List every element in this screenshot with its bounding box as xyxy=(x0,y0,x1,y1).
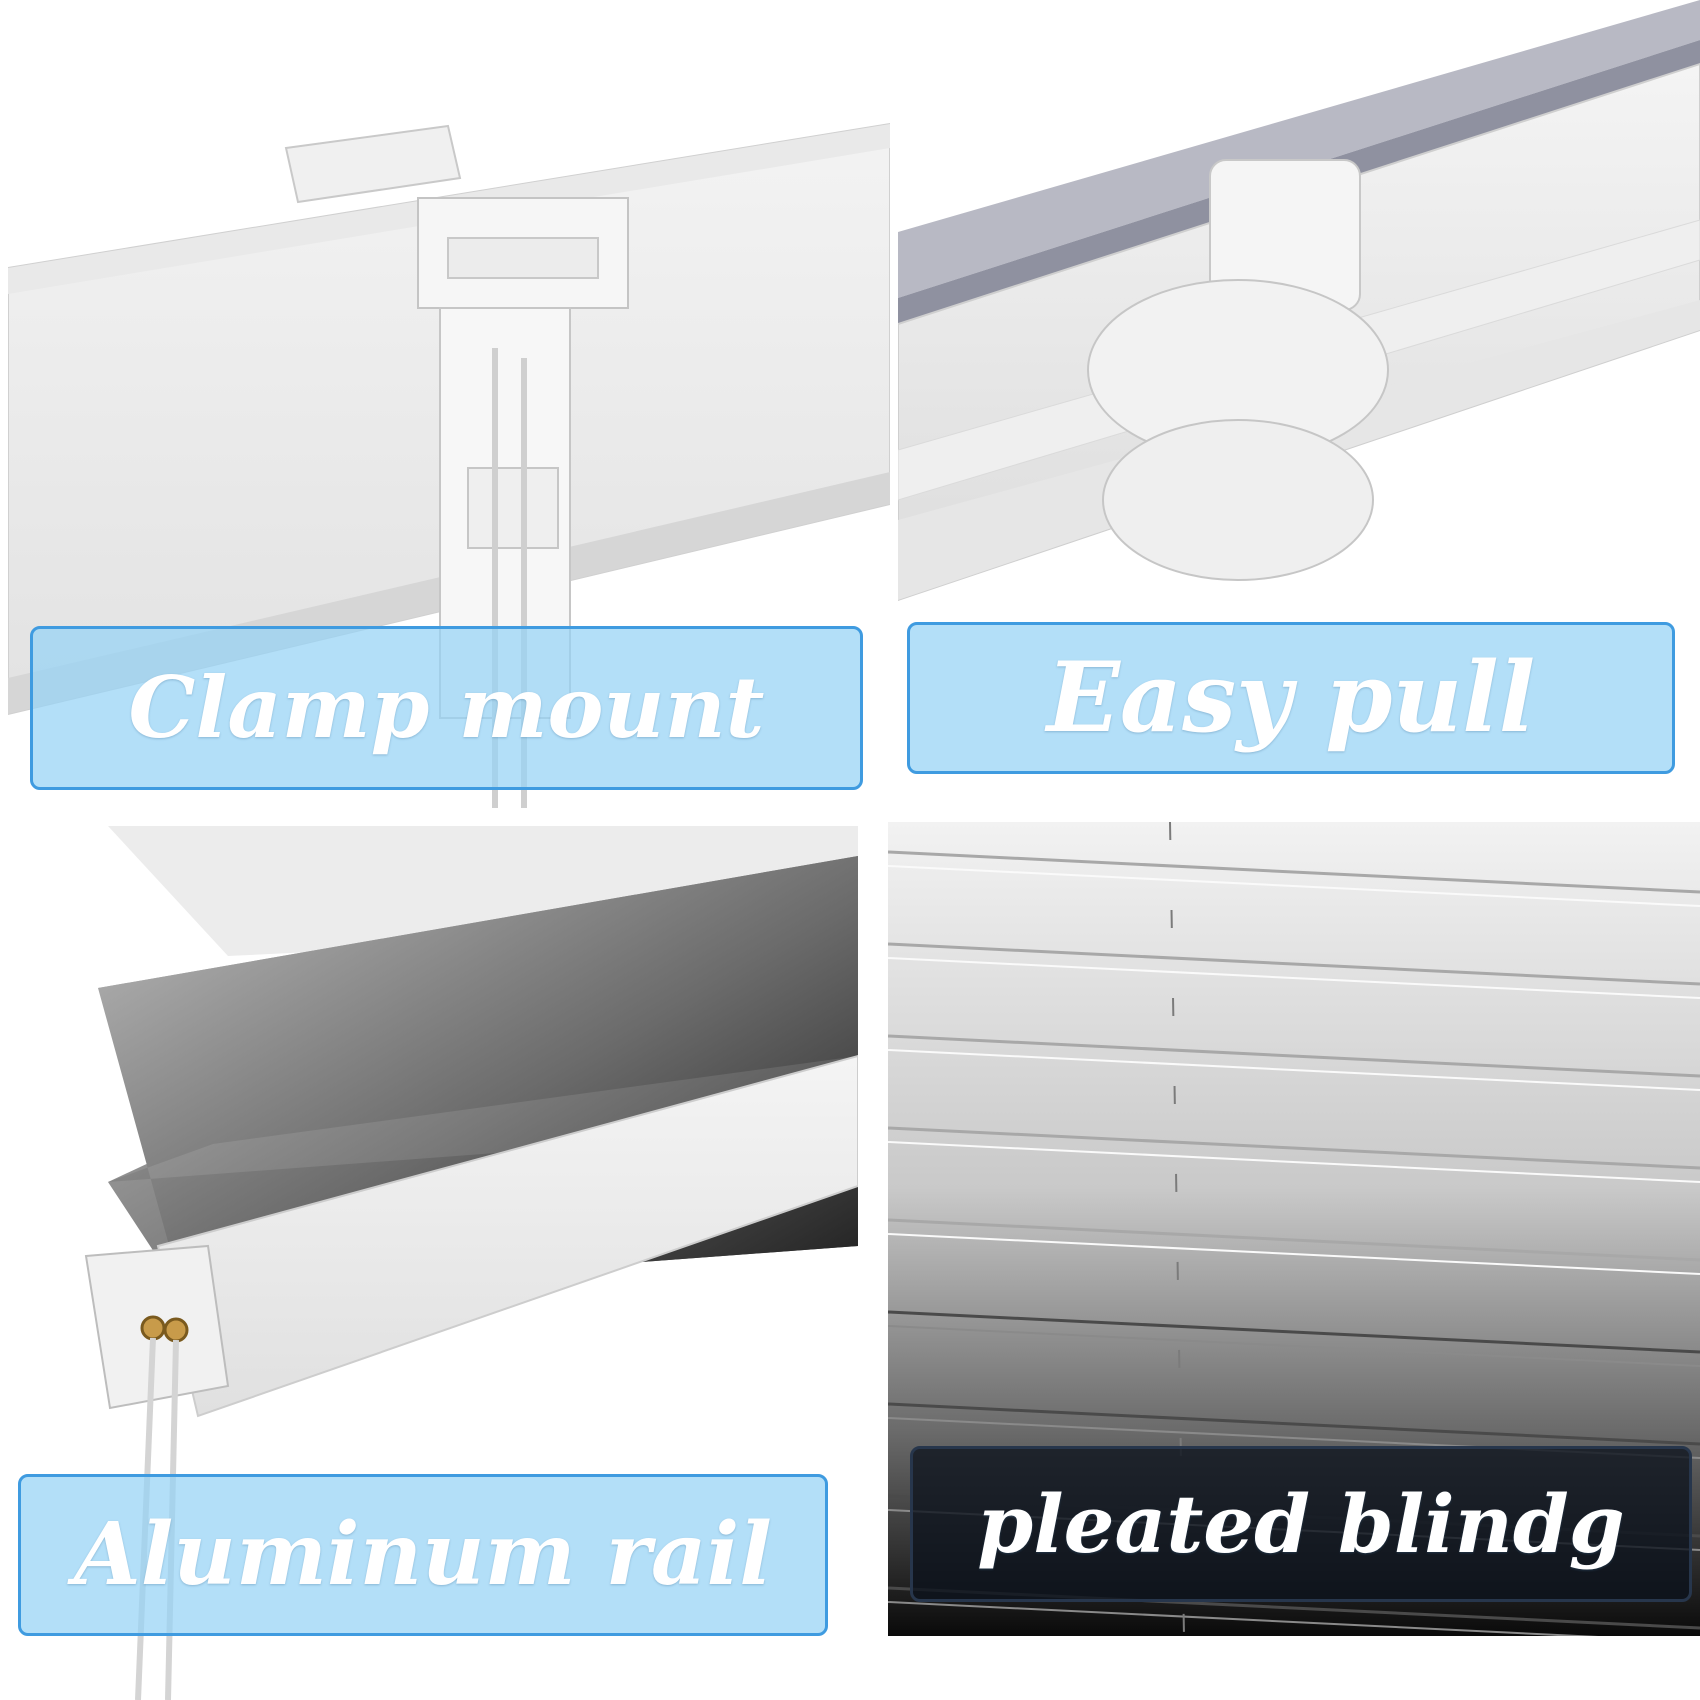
clamp-mount-caption: Clamp mount xyxy=(30,626,863,790)
pleat-highlight xyxy=(888,1325,1700,1367)
pleat-highlight xyxy=(888,1233,1700,1275)
pleat-line xyxy=(888,1402,1700,1446)
pleat-highlight xyxy=(888,957,1700,999)
pleat-line xyxy=(888,1310,1700,1354)
pleated-blind-caption: pleated blindg xyxy=(910,1446,1692,1602)
pleat-line xyxy=(888,1126,1700,1170)
aluminum-rail-caption: Aluminum rail xyxy=(18,1474,828,1636)
pleat-line xyxy=(888,850,1700,894)
pleat-line xyxy=(888,1034,1700,1078)
pleat-highlight xyxy=(888,1601,1599,1636)
pleat-highlight xyxy=(888,1049,1700,1091)
pleat-highlight xyxy=(888,865,1700,907)
pleat-line xyxy=(888,1218,1700,1262)
pleat-line xyxy=(888,942,1700,986)
clamp-mount-photo xyxy=(8,118,890,808)
pleat-highlight xyxy=(888,1141,1700,1183)
easy-pull-caption: Easy pull xyxy=(907,622,1675,774)
clamp-mount-illustration xyxy=(8,118,890,808)
